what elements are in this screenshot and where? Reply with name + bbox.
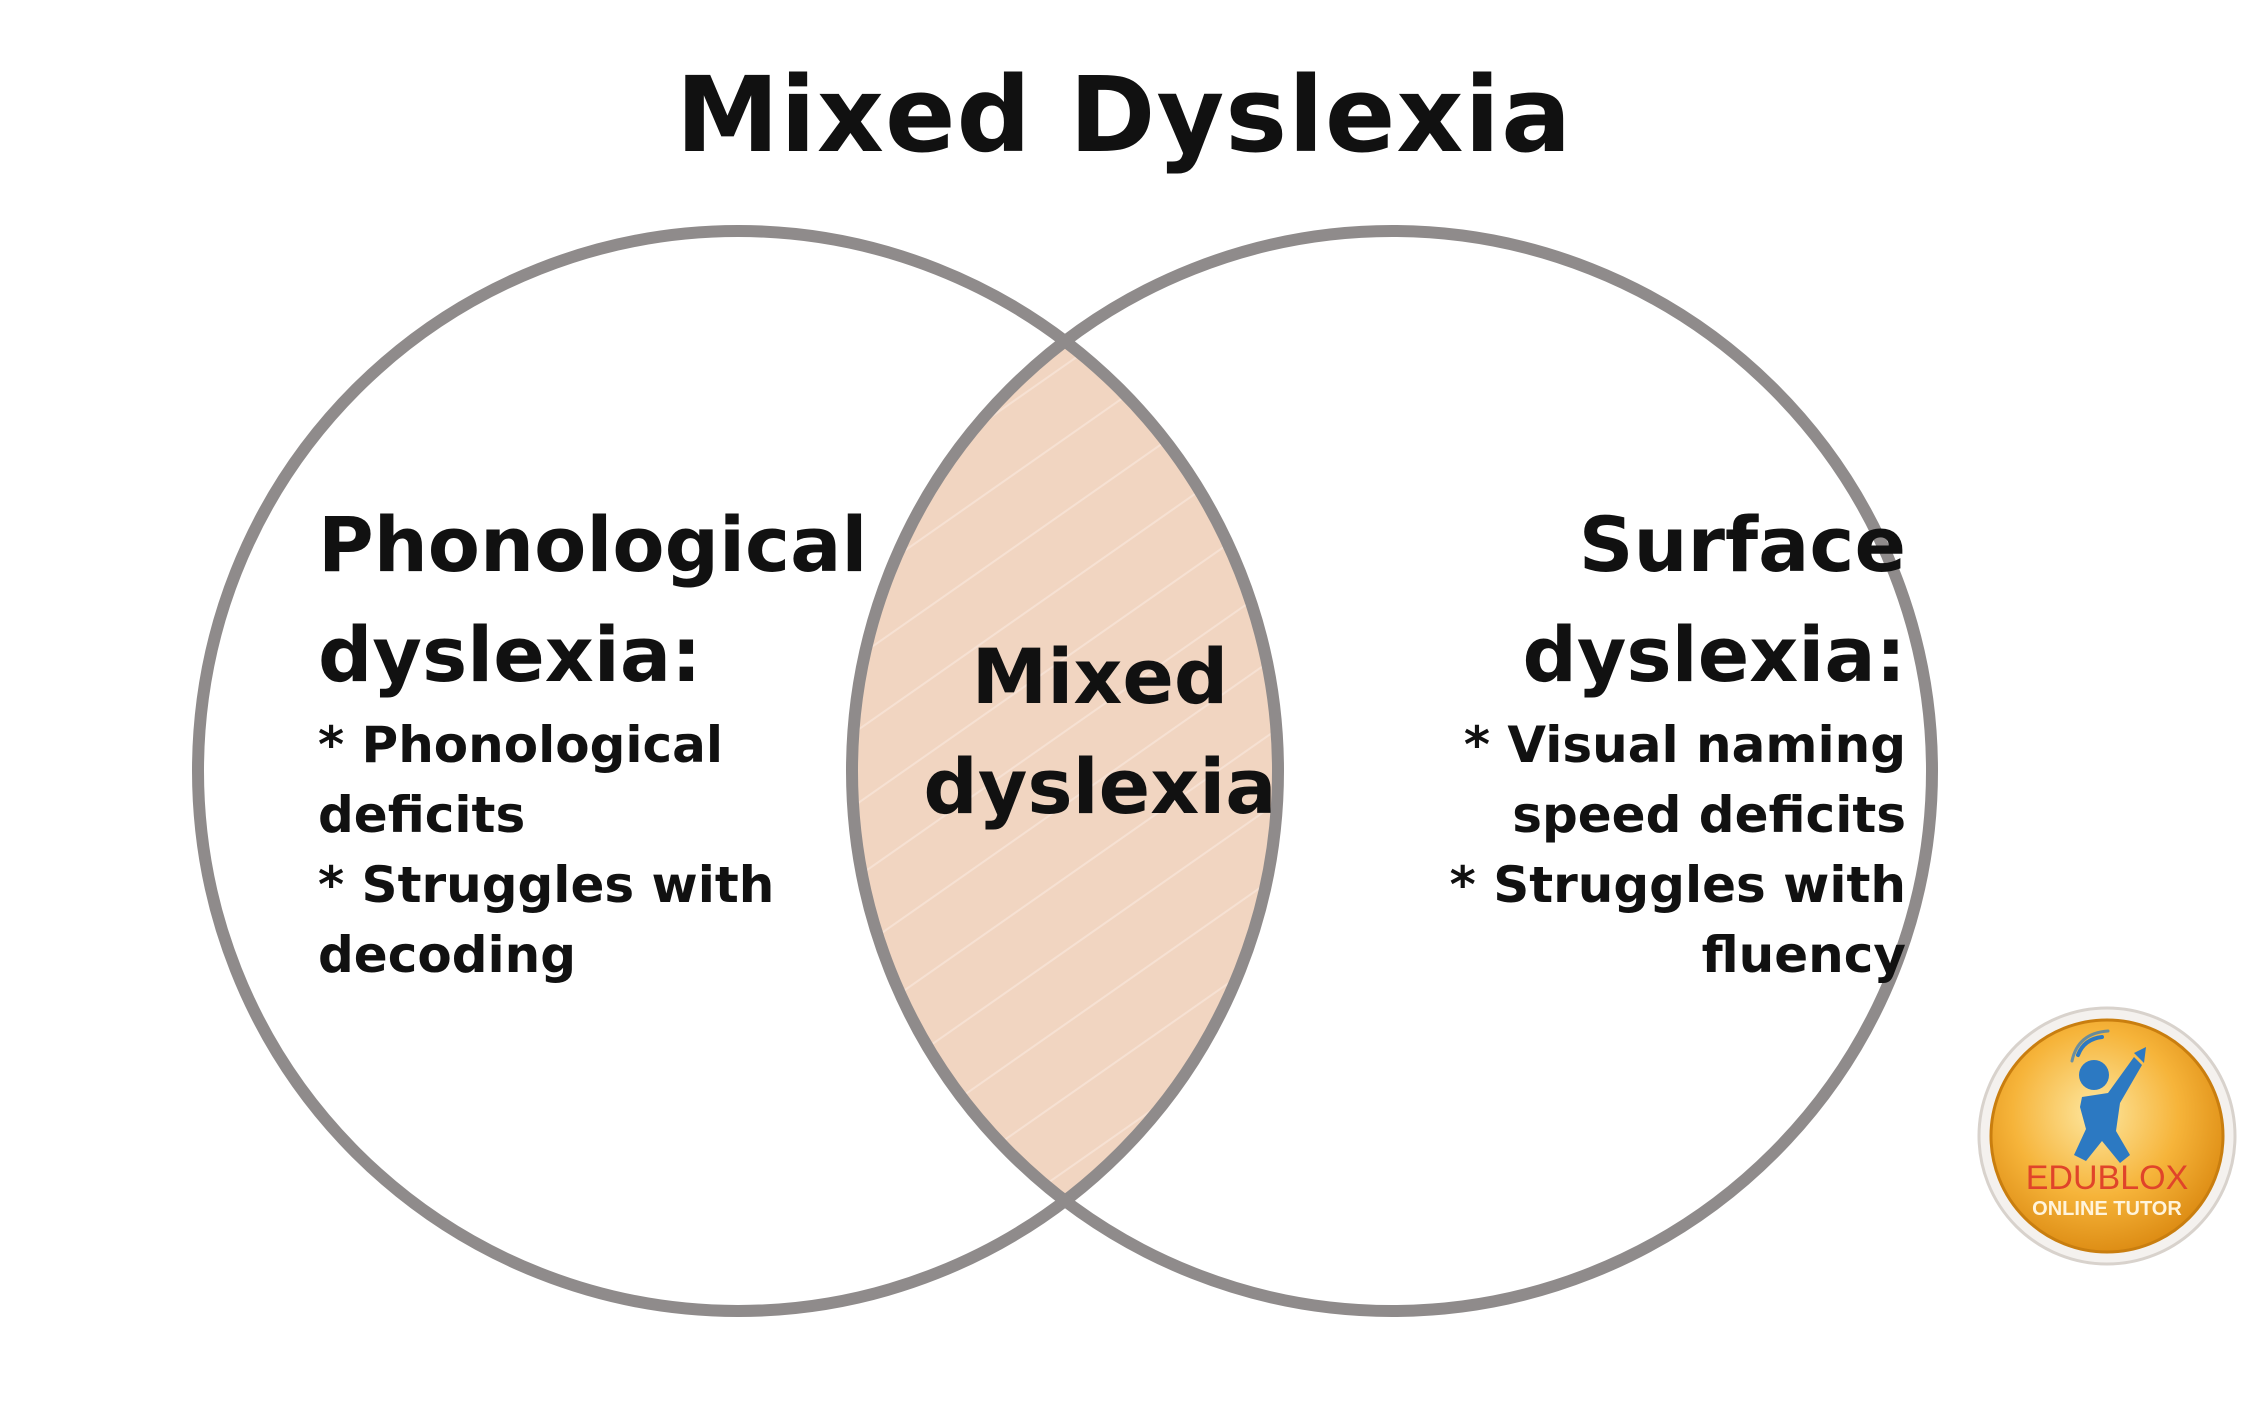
right-bullet-line-4: fluency <box>1701 926 1906 984</box>
left-heading-line-1: Phonological <box>318 500 868 589</box>
right-bullet-line-2: speed deficits <box>1512 786 1906 844</box>
right-bullet-line-1: * Visual naming <box>1463 716 1906 774</box>
center-heading-line-1: Mixed <box>971 632 1229 721</box>
left-circle <box>192 225 1284 1317</box>
logo-text-line-2: ONLINE TUTOR <box>2032 1198 2182 1220</box>
edublox-figure-icon <box>2070 1029 2146 1163</box>
left-bullet-line-2: deficits <box>318 786 526 844</box>
right-bullet-line-3: * Struggles with <box>1449 856 1906 914</box>
left-bullet-line-1: * Phonological <box>318 716 724 774</box>
overlap-region <box>852 231 1278 1311</box>
diagram-title: Mixed Dyslexia <box>675 54 1573 176</box>
right-circle <box>846 225 1938 1317</box>
center-heading-line-2: dyslexia <box>923 742 1277 831</box>
left-label: Phonological dyslexia: * Phonological de… <box>318 490 867 990</box>
left-heading-line-2: dyslexia: <box>318 610 702 699</box>
center-label: Mixed dyslexia <box>920 622 1280 842</box>
logo-text-line-1: EDUBLOX <box>2026 1159 2189 1197</box>
edublox-logo: EDUBLOX ONLINE TUTOR <box>1977 1006 2237 1266</box>
left-bullet-line-4: decoding <box>318 926 577 984</box>
left-bullet-line-3: * Struggles with <box>318 856 775 914</box>
right-label: Surface dyslexia: * Visual naming speed … <box>1450 490 1906 990</box>
right-heading-line-1: Surface <box>1578 500 1906 589</box>
right-heading-line-2: dyslexia: <box>1522 610 1906 699</box>
